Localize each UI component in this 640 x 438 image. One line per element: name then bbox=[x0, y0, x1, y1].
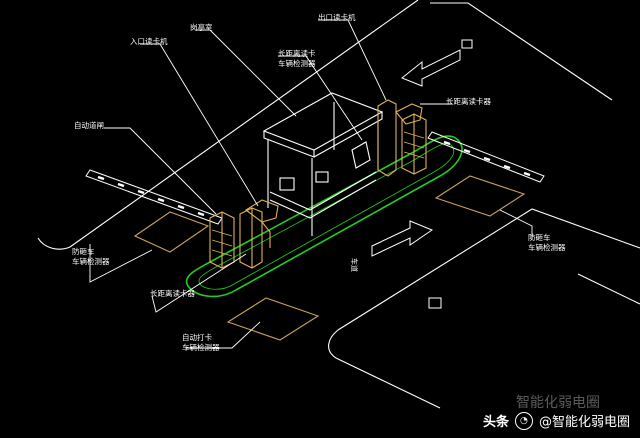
reader-arm-left bbox=[261, 221, 271, 248]
label-exit-reader: 出口读卡机 bbox=[318, 12, 356, 22]
monitor-icon bbox=[279, 177, 295, 191]
label-long-range-left: 长距离读卡 车辆检测器 bbox=[278, 48, 318, 68]
road-edge-lower-right bbox=[577, 273, 640, 305]
label-auto-card-line1: 自动打卡 bbox=[182, 332, 212, 342]
barrier-right bbox=[427, 131, 545, 183]
label-booth: 岗亭室 bbox=[190, 22, 213, 32]
label-long-range-left-line1: 长距离读卡 bbox=[278, 48, 316, 58]
label-anti-smash-right: 防砸车 车辆检测器 bbox=[528, 232, 566, 252]
exit-reader-device bbox=[377, 99, 397, 177]
equipment-right bbox=[377, 99, 427, 177]
arrow-incoming-icon bbox=[401, 49, 461, 87]
booth-counter bbox=[269, 171, 377, 219]
booth-roof-front bbox=[263, 112, 383, 158]
label-anti-smash-right-line1: 防砸车 bbox=[528, 232, 551, 242]
label-long-range-right: 长距离读卡器 bbox=[446, 96, 491, 106]
barrier-left bbox=[85, 169, 223, 225]
watermark: 头条 ◔ @智能化弱电圈 bbox=[483, 411, 630, 430]
label-auto-card-line2: 车辆检测器 bbox=[182, 342, 220, 352]
booth-inner-box bbox=[351, 141, 371, 169]
road-edge-upper-right bbox=[430, 2, 613, 101]
road-edge-lower-left bbox=[328, 208, 640, 409]
booth bbox=[262, 92, 384, 236]
loop-coil-bottom bbox=[226, 297, 320, 341]
printer-icon bbox=[315, 171, 329, 183]
booth-posts bbox=[267, 102, 379, 236]
loop-coils bbox=[133, 175, 526, 341]
reader-head-left bbox=[245, 199, 279, 223]
label-anti-smash-left: 防砸车 车辆检测器 bbox=[72, 246, 110, 266]
label-anti-smash-right-line2: 车辆检测器 bbox=[528, 242, 566, 252]
gate-cabinet-right bbox=[401, 113, 427, 175]
watermark-platform: 头条 bbox=[482, 415, 509, 430]
watermark-shadow: 智能化弱电圈 bbox=[516, 395, 600, 411]
barrier-arm-left bbox=[85, 169, 223, 225]
small-square-marker-top bbox=[461, 39, 473, 49]
label-lane-mark: 车道 bbox=[350, 258, 359, 272]
label-entry-reader: 入口读卡机 bbox=[130, 36, 168, 46]
label-auto-gate: 自动道闸 bbox=[74, 120, 104, 130]
loop-coil-left bbox=[133, 211, 210, 253]
reader-head-right bbox=[395, 103, 423, 125]
label-anti-smash-left-line1: 防砸车 bbox=[72, 246, 95, 256]
road-edge-upper-left bbox=[37, 0, 419, 250]
leader-lines bbox=[89, 19, 533, 349]
road-edges bbox=[37, 0, 640, 409]
arrow-outgoing-icon bbox=[371, 220, 434, 257]
equipment-left bbox=[209, 199, 279, 269]
label-auto-card: 自动打卡 车辆检测器 bbox=[182, 332, 220, 352]
entry-reader-device bbox=[239, 207, 263, 269]
small-square-marker bbox=[428, 297, 442, 309]
label-long-range-left-line2: 车辆检测器 bbox=[278, 58, 316, 68]
cabinet-stripes bbox=[211, 131, 425, 257]
label-anti-smash-left-line2: 车辆检测器 bbox=[72, 256, 110, 266]
watermark-logo-icon: ◔ bbox=[514, 411, 533, 430]
watermark-account: @智能化弱电圈 bbox=[538, 415, 630, 430]
loop-coil-right bbox=[434, 175, 526, 217]
traffic-island-inner bbox=[198, 143, 455, 290]
traffic-island bbox=[185, 135, 463, 298]
barrier-arm-right bbox=[427, 131, 545, 183]
label-long-range-card: 长距离读卡器 bbox=[150, 288, 195, 298]
